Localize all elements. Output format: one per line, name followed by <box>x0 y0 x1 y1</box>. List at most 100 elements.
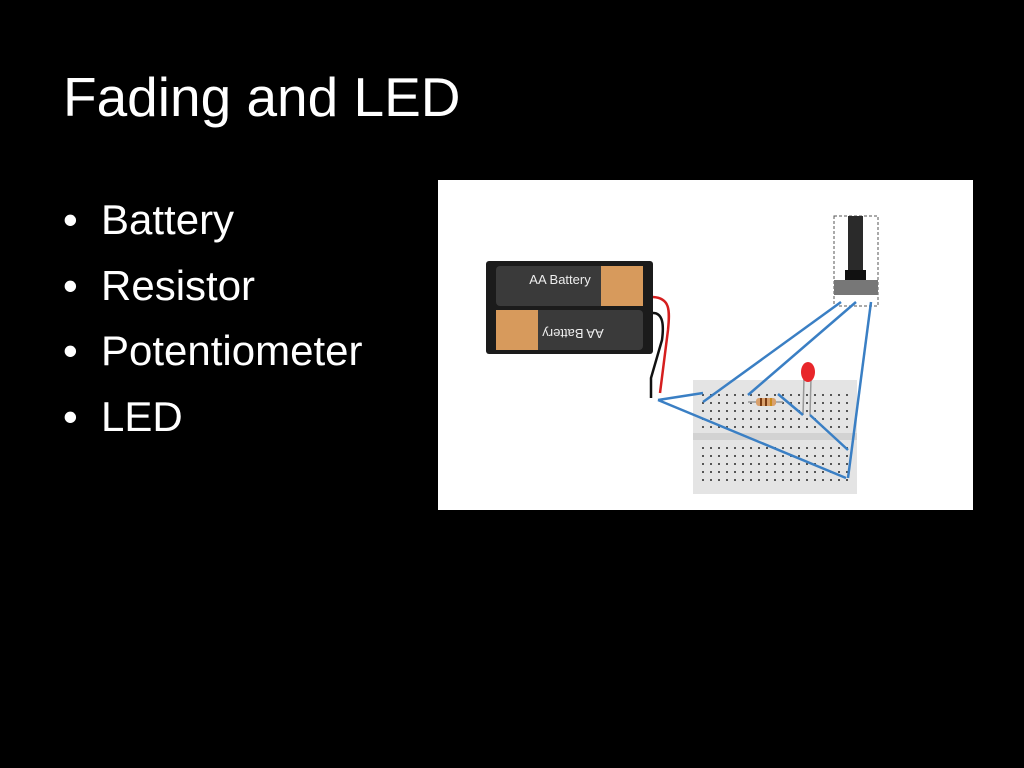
breadboard-hole <box>774 479 776 481</box>
breadboard-hole <box>846 402 848 404</box>
breadboard-hole <box>750 394 752 396</box>
breadboard-hole <box>846 426 848 428</box>
red-wire <box>652 295 671 394</box>
breadboard-hole <box>782 418 784 420</box>
breadboard-hole <box>766 410 768 412</box>
breadboard-hole <box>718 447 720 449</box>
breadboard-hole <box>830 394 832 396</box>
breadboard-hole <box>742 394 744 396</box>
breadboard-hole <box>782 479 784 481</box>
black-wire <box>649 311 665 398</box>
breadboard-hole <box>758 447 760 449</box>
breadboard-hole <box>790 471 792 473</box>
breadboard-hole <box>702 410 704 412</box>
breadboard-hole <box>702 463 704 465</box>
battery-pack: AA Battery AA Battery <box>486 261 653 354</box>
breadboard-hole <box>726 410 728 412</box>
breadboard-hole <box>750 418 752 420</box>
breadboard-hole <box>710 479 712 481</box>
breadboard-hole <box>718 471 720 473</box>
breadboard-hole <box>822 410 824 412</box>
breadboard-hole <box>774 455 776 457</box>
breadboard-hole <box>782 471 784 473</box>
breadboard-hole <box>710 410 712 412</box>
breadboard-hole <box>798 471 800 473</box>
breadboard-hole <box>742 479 744 481</box>
circuit-diagram: AA Battery AA Battery <box>438 180 973 510</box>
breadboard-hole <box>798 426 800 428</box>
battery-bottom-label: AA Battery <box>542 326 604 341</box>
breadboard-hole <box>782 426 784 428</box>
breadboard-hole <box>742 463 744 465</box>
breadboard-hole <box>782 394 784 396</box>
breadboard-hole <box>710 455 712 457</box>
slide-title: Fading and LED <box>63 66 461 128</box>
breadboard-hole <box>726 402 728 404</box>
breadboard-hole <box>806 410 808 412</box>
breadboard-hole <box>806 418 808 420</box>
breadboard-hole <box>838 455 840 457</box>
breadboard-hole <box>758 455 760 457</box>
breadboard-hole <box>758 410 760 412</box>
breadboard-hole <box>766 479 768 481</box>
breadboard-hole <box>726 479 728 481</box>
breadboard-hole <box>782 402 784 404</box>
breadboard-hole <box>726 426 728 428</box>
breadboard-hole <box>798 418 800 420</box>
bullet-glyph: • <box>63 392 78 440</box>
breadboard-hole <box>822 463 824 465</box>
breadboard-hole <box>734 394 736 396</box>
breadboard-hole <box>758 471 760 473</box>
breadboard-hole <box>846 394 848 396</box>
led <box>801 362 815 416</box>
breadboard-hole <box>734 418 736 420</box>
breadboard-hole <box>830 455 832 457</box>
breadboard-hole <box>718 426 720 428</box>
breadboard-hole <box>830 463 832 465</box>
breadboard-hole <box>758 394 760 396</box>
breadboard-hole <box>750 426 752 428</box>
breadboard-hole <box>814 426 816 428</box>
breadboard-hole <box>710 418 712 420</box>
breadboard-hole <box>798 455 800 457</box>
breadboard-hole <box>702 394 704 396</box>
breadboard-hole <box>734 471 736 473</box>
breadboard-hole <box>734 426 736 428</box>
breadboard-hole <box>734 410 736 412</box>
breadboard-hole <box>790 410 792 412</box>
breadboard-hole <box>838 447 840 449</box>
breadboard-hole <box>726 471 728 473</box>
breadboard-hole <box>710 447 712 449</box>
breadboard-hole <box>790 418 792 420</box>
breadboard-hole <box>814 455 816 457</box>
breadboard-hole <box>790 463 792 465</box>
breadboard-hole <box>726 455 728 457</box>
breadboard-hole <box>718 479 720 481</box>
bullet-list: •Battery •Resistor •Potentiometer •LED <box>63 187 362 449</box>
breadboard-hole <box>822 394 824 396</box>
breadboard-hole <box>702 426 704 428</box>
breadboard-hole <box>766 426 768 428</box>
breadboard-hole <box>790 479 792 481</box>
breadboard-hole <box>758 426 760 428</box>
jumper-wires <box>657 300 873 480</box>
breadboard-hole <box>830 402 832 404</box>
breadboard-hole <box>718 455 720 457</box>
resistor <box>748 398 783 406</box>
breadboard-hole <box>814 471 816 473</box>
breadboard-hole <box>782 463 784 465</box>
breadboard-hole <box>766 471 768 473</box>
breadboard-hole <box>734 402 736 404</box>
breadboard-hole <box>838 463 840 465</box>
breadboard-hole <box>830 479 832 481</box>
breadboard-hole <box>782 455 784 457</box>
breadboard-hole <box>798 479 800 481</box>
breadboard-hole <box>806 463 808 465</box>
breadboard-hole <box>846 418 848 420</box>
breadboard-hole <box>758 418 760 420</box>
bullet-text: Potentiometer <box>101 327 363 374</box>
breadboard-hole <box>806 394 808 396</box>
breadboard-hole <box>710 463 712 465</box>
breadboard-hole <box>718 418 720 420</box>
breadboard-hole <box>790 402 792 404</box>
